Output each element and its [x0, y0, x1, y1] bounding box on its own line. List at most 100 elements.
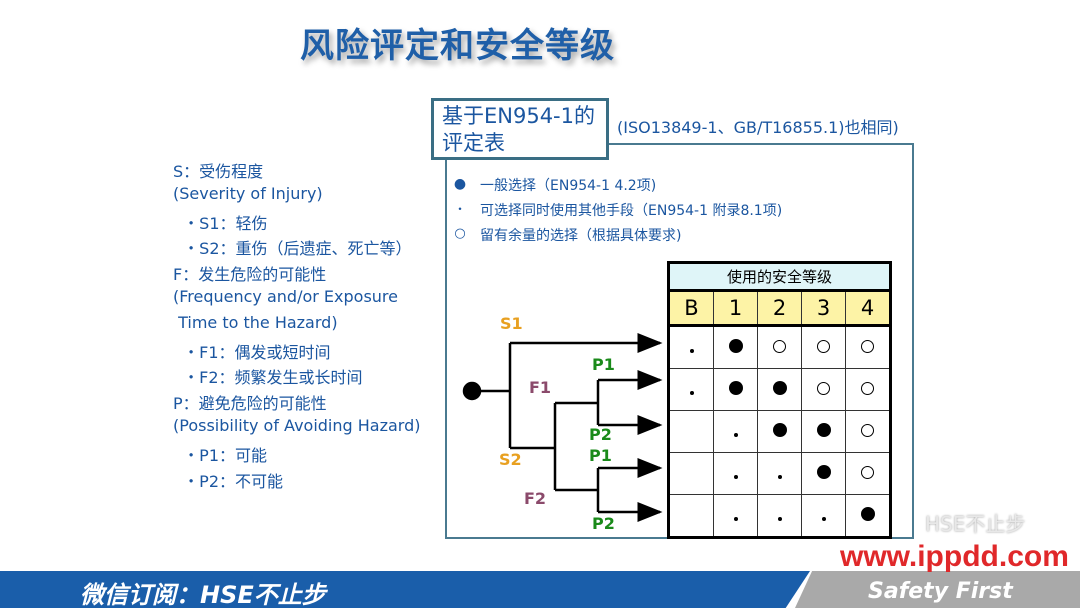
- table-cell: [668, 368, 714, 411]
- definition-line: (Possibility of Avoiding Hazard): [173, 416, 421, 435]
- dot-circle-icon: [777, 475, 782, 479]
- table-cell: [845, 452, 891, 495]
- table-cell: [757, 410, 802, 453]
- table-cell: [668, 410, 714, 453]
- definition-line: F：发生危险的可能性: [173, 265, 327, 285]
- footer-slogan: Safety First: [868, 579, 1013, 604]
- table-cell: [845, 325, 891, 369]
- dot-circle-icon: [689, 349, 694, 353]
- label-p2: P2: [589, 425, 612, 444]
- table-cell: [713, 452, 758, 495]
- legend-item: 留有余量的选择（根据具体要求): [480, 228, 682, 244]
- filled-circle-icon: [860, 507, 875, 521]
- definition-line: ・P1：可能: [173, 445, 268, 465]
- table-cell: [668, 452, 714, 495]
- table-cell: [757, 452, 802, 495]
- dot-circle-icon: [777, 517, 782, 521]
- watermark-url: www.ippdd.com: [840, 540, 1069, 573]
- grade-4: 4: [845, 290, 891, 327]
- panel-title: 基于EN954-1的 评定表: [431, 98, 609, 160]
- definition-line: ・P2：不可能: [173, 471, 284, 491]
- definition-line: P：避免危险的可能性: [173, 394, 327, 414]
- table-row: [668, 452, 891, 495]
- label-f2: F2: [524, 489, 547, 508]
- table-cell: [801, 452, 846, 495]
- grade-2: 2: [757, 290, 802, 327]
- table-cell: [757, 368, 802, 411]
- definition-line: ・S2：重伤（后遗症、死亡等）: [173, 239, 412, 259]
- table-cell: [757, 494, 802, 538]
- table-cell: [668, 494, 714, 538]
- table-row: [668, 494, 891, 538]
- table-cell: [713, 325, 758, 369]
- filled-circle-icon: [772, 423, 787, 437]
- label-p2: P2: [592, 514, 615, 533]
- dot-circle-icon: [733, 475, 738, 479]
- table-cell: [845, 494, 891, 538]
- label-p1: P1: [592, 355, 615, 374]
- table-row: [668, 410, 891, 453]
- definition-line: S：受伤程度: [173, 162, 264, 181]
- grade-1: 1: [713, 290, 758, 327]
- definition-line: ・S1：轻伤: [173, 213, 268, 233]
- table-cell: [668, 325, 714, 369]
- table-cell: [801, 325, 846, 369]
- filled-circle-icon: [816, 465, 831, 479]
- footer-blue-band: [0, 571, 810, 608]
- table-cell: [801, 410, 846, 453]
- panel-title-line1: 基于EN954-1的: [442, 104, 595, 128]
- tree-branch-f: [510, 403, 557, 490]
- legend-item: 一般选择（EN954-1 4.2项): [480, 178, 657, 194]
- table-cell: [845, 368, 891, 411]
- definition-line: (Severity of Injury): [173, 183, 323, 203]
- open-circle-icon: [861, 466, 874, 479]
- safety-category-table: 使用的安全等级 B 1 2 3 4: [667, 261, 892, 539]
- panel-title-line2: 评定表: [442, 131, 505, 155]
- label-f1: F1: [529, 378, 552, 397]
- dot-circle-icon: [733, 433, 738, 437]
- grade-b: B: [668, 290, 714, 327]
- table-row: [668, 325, 891, 369]
- label-s2: S2: [499, 450, 522, 469]
- filled-circle-icon: [728, 381, 743, 395]
- dot-circle-icon: [821, 517, 826, 521]
- tree-branch-s: [472, 343, 512, 448]
- label-p1: P1: [589, 446, 612, 465]
- label-s1: S1: [500, 314, 523, 333]
- table-cell: [801, 368, 846, 411]
- watermark-account: HSE不止步: [925, 512, 1026, 536]
- grade-3: 3: [801, 290, 846, 327]
- table-cell: [757, 325, 802, 369]
- filled-circle-icon: [772, 381, 787, 395]
- table-cell: [713, 494, 758, 538]
- open-circle-icon: [861, 340, 874, 353]
- open-circle-icon: [817, 382, 830, 395]
- footer-subscribe-text: 微信订阅：HSE不止步: [80, 581, 326, 609]
- table-cell: [845, 410, 891, 453]
- definition-line: Time to the Hazard): [173, 312, 338, 332]
- table-cell: [713, 368, 758, 411]
- slide-title: 风险评定和安全等级: [300, 26, 615, 66]
- definition-line: (Frequency and/or Exposure: [173, 287, 398, 306]
- panel-note: (ISO13849-1、GB/T16855.1)也相同): [617, 118, 899, 137]
- table-header: 使用的安全等级: [668, 262, 891, 292]
- table-cell: [801, 494, 846, 538]
- table-row: [668, 368, 891, 411]
- tree-branch-f2: [555, 468, 600, 512]
- legend-item: 可选择同时使用其他手段（EN954-1 附录8.1项): [480, 203, 783, 219]
- open-circle-icon: [861, 382, 874, 395]
- legend-open-icon: ○: [454, 226, 466, 241]
- filled-circle-icon: [816, 423, 831, 437]
- filled-circle-icon: [728, 339, 743, 353]
- open-circle-icon: [861, 424, 874, 437]
- footer-gray-band: [795, 571, 1080, 608]
- tree-branch-f1: [555, 380, 600, 425]
- open-circle-icon: [773, 340, 786, 353]
- definition-line: ・F2：频繁发生或长时间: [173, 368, 363, 388]
- definition-line: ・F1：偶发或短时间: [173, 342, 331, 362]
- legend-filled-icon: ●: [453, 176, 467, 192]
- table-cell: [713, 410, 758, 453]
- open-circle-icon: [817, 340, 830, 353]
- dot-circle-icon: [733, 517, 738, 521]
